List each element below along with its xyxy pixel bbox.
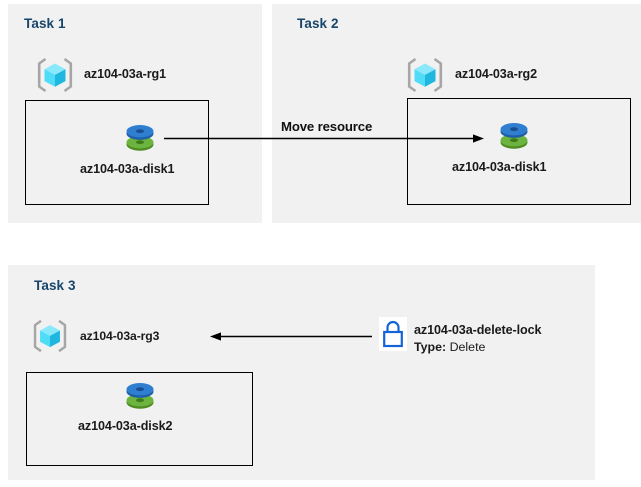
task-2-heading: Task 2 [297, 16, 339, 31]
task-2-resource-box [407, 98, 631, 205]
resource-group-label: az104-03a-rg2 [455, 67, 538, 81]
disk-icon [120, 372, 160, 412]
resource-group-icon [36, 56, 74, 94]
resource-group-label: az104-03a-rg1 [84, 67, 167, 81]
resource-label: az104-03a-disk1 [452, 160, 547, 174]
lock-icon [379, 317, 407, 351]
lock-type-value: Delete [449, 340, 486, 354]
move-resource-arrow [164, 130, 484, 148]
lock-applies-arrow [210, 328, 372, 346]
task-3-heading: Task 3 [34, 278, 76, 293]
disk-icon [120, 114, 160, 154]
task-2-panel [272, 4, 641, 223]
resource-group-label: az104-03a-rg3 [80, 329, 160, 343]
task-1-resource-box [25, 100, 209, 205]
disk-icon [494, 112, 534, 152]
lock-name-label: az104-03a-delete-lock [414, 323, 542, 337]
lock-type-label: Type: Delete [414, 340, 485, 354]
resource-label: az104-03a-disk1 [80, 162, 175, 176]
resource-label: az104-03a-disk2 [78, 419, 173, 433]
task-3-resource-box [26, 372, 253, 466]
lock-type-key: Type: [414, 340, 447, 354]
task-1-panel [8, 4, 262, 223]
move-resource-label: Move resource [281, 119, 373, 134]
resource-group-icon [406, 56, 444, 94]
task-1-heading: Task 1 [24, 16, 66, 31]
resource-group-icon [32, 318, 68, 354]
